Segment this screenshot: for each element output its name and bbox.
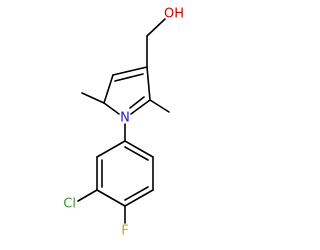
bond-ch2-o xyxy=(146,18,166,37)
chlorine-label: Cl xyxy=(63,197,76,212)
bond-c4-c5 xyxy=(103,74,114,104)
bond-ar-6-1-double xyxy=(124,146,149,161)
bond-c4-c3-double xyxy=(114,73,144,82)
fluorine-label: F xyxy=(121,224,128,239)
bond-ar-4-5 xyxy=(124,189,154,207)
bond-c4-c3 xyxy=(112,66,148,76)
bond-c3-c2 xyxy=(146,66,151,101)
bond-c2-n-double xyxy=(129,96,145,109)
nitrogen-label: N xyxy=(120,111,130,126)
structure-canvas: OH N Cl F xyxy=(63,7,184,239)
bond-c5-n xyxy=(103,102,120,115)
bond-c2-n xyxy=(130,99,151,115)
bond-ar-1-2 xyxy=(96,140,126,158)
bond-ar-4-5-double xyxy=(124,186,149,201)
bond-c2-methyl xyxy=(149,99,170,113)
bond-ar-3-4 xyxy=(96,189,126,207)
bond-ar-cl xyxy=(77,189,98,202)
hydroxyl-label: OH xyxy=(164,7,184,22)
molecule-structure: OH N Cl F xyxy=(63,7,184,239)
bond-ar-6-1 xyxy=(124,140,154,158)
bond-c5-methyl xyxy=(81,92,105,104)
